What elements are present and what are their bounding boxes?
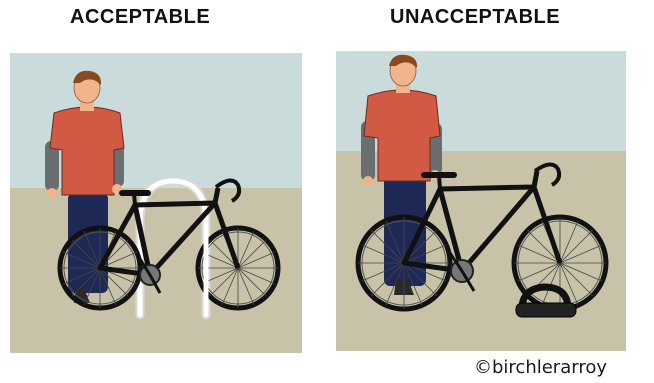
acceptable-illustration <box>10 53 302 353</box>
unacceptable-heading: UNACCEPTABLE <box>390 6 560 29</box>
unacceptable-illustration <box>336 51 626 351</box>
acceptable-scene <box>10 53 302 353</box>
acceptable-heading: ACCEPTABLE <box>70 6 210 29</box>
copyright-credit: ©birchlerarroy <box>474 357 607 378</box>
unacceptable-scene <box>336 51 626 351</box>
